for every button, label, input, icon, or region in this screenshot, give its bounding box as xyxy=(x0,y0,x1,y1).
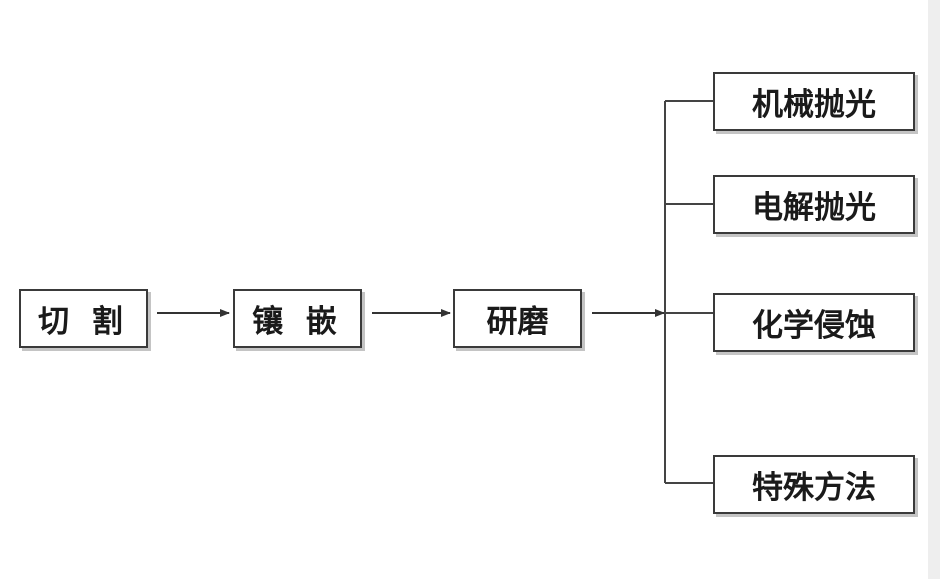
branch-mechanical-polish-box: 机械抛光 xyxy=(713,72,915,131)
branch-special-method-box: 特殊方法 xyxy=(713,455,915,514)
right-edge-strip xyxy=(928,0,940,579)
branch-chemical-etch-box: 化学侵蚀 xyxy=(713,293,915,352)
step-cut-box: 切 割 xyxy=(19,289,148,348)
branch-electrolytic-polish-box: 电解抛光 xyxy=(713,175,915,234)
step-mount-box: 镶 嵌 xyxy=(233,289,362,348)
step-grind-box: 研磨 xyxy=(453,289,582,348)
